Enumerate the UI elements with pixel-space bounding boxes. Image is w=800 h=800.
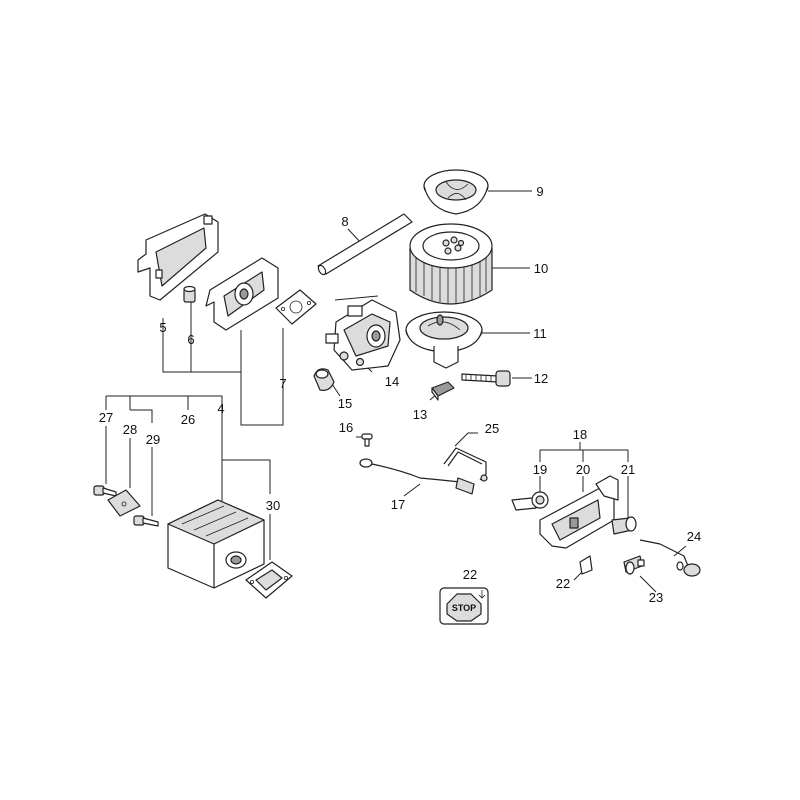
part-14-carburetor <box>325 299 401 371</box>
callout-19: 19 <box>533 462 547 477</box>
part-15-grommet <box>313 368 335 391</box>
callout-15: 15 <box>338 396 352 411</box>
callout-13: 13 <box>413 407 427 422</box>
callout-18: 18 <box>573 427 587 442</box>
callout-21: 21 <box>621 462 635 477</box>
part-20-switch-housing <box>539 475 619 549</box>
callout-labels: 5 6 7 4 8 9 10 11 12 13 14 15 16 17 18 1… <box>99 184 701 605</box>
callout-9: 9 <box>536 184 543 199</box>
callout-7: 7 <box>279 376 286 391</box>
callout-5: 5 <box>159 320 166 335</box>
callout-30: 30 <box>266 498 280 513</box>
part-25-bracket <box>443 447 488 482</box>
callout-27: 27 <box>99 410 113 425</box>
part-30-muffler-gasket <box>245 561 293 599</box>
callout-24: 24 <box>687 529 701 544</box>
callout-16: 16 <box>339 420 353 435</box>
part-22-stop-decal: STOP <box>439 587 489 625</box>
stop-decal-text: STOP <box>452 603 476 613</box>
part-29-bolt <box>133 515 159 527</box>
part-13-block <box>431 381 455 401</box>
part-16-screw <box>361 433 373 447</box>
part-12-bolt <box>461 370 511 387</box>
callout-25: 25 <box>485 421 499 436</box>
callout-14: 14 <box>385 374 399 389</box>
callout-20: 20 <box>576 462 590 477</box>
callout-28: 28 <box>123 422 137 437</box>
callout-29: 29 <box>146 432 160 447</box>
callout-17: 17 <box>391 497 405 512</box>
part-7-gasket-plate <box>275 289 317 325</box>
part-19-clip <box>511 491 549 511</box>
callout-6: 6 <box>187 332 194 347</box>
part-17-wire <box>359 458 475 495</box>
callout-26: 26 <box>181 412 195 427</box>
part-26-muffler <box>167 499 265 589</box>
part-22-small-label <box>579 555 593 575</box>
part-27-bolt <box>93 485 117 497</box>
callout-12: 12 <box>534 371 548 386</box>
callout-11: 11 <box>533 326 547 341</box>
part-24-lever <box>639 539 701 577</box>
callout-22-decal: 22 <box>463 567 477 582</box>
part-5-gasket-frame <box>137 213 219 301</box>
part-28-plate <box>107 489 141 517</box>
part-6-nipple <box>183 285 196 303</box>
part-23-knob <box>623 555 645 575</box>
callout-8: 8 <box>341 214 348 229</box>
part-11-filter-base <box>405 311 483 369</box>
callout-23: 23 <box>649 590 663 605</box>
part-9-filter-cover <box>423 169 489 215</box>
part-8-rod <box>317 213 413 276</box>
callout-10: 10 <box>534 261 548 276</box>
callout-22-small: 22 <box>556 576 570 591</box>
part-10-air-filter <box>409 223 493 305</box>
callout-4: 4 <box>217 401 224 416</box>
part-21-cylinder <box>611 516 637 535</box>
part-4-intake-manifold <box>205 257 279 331</box>
